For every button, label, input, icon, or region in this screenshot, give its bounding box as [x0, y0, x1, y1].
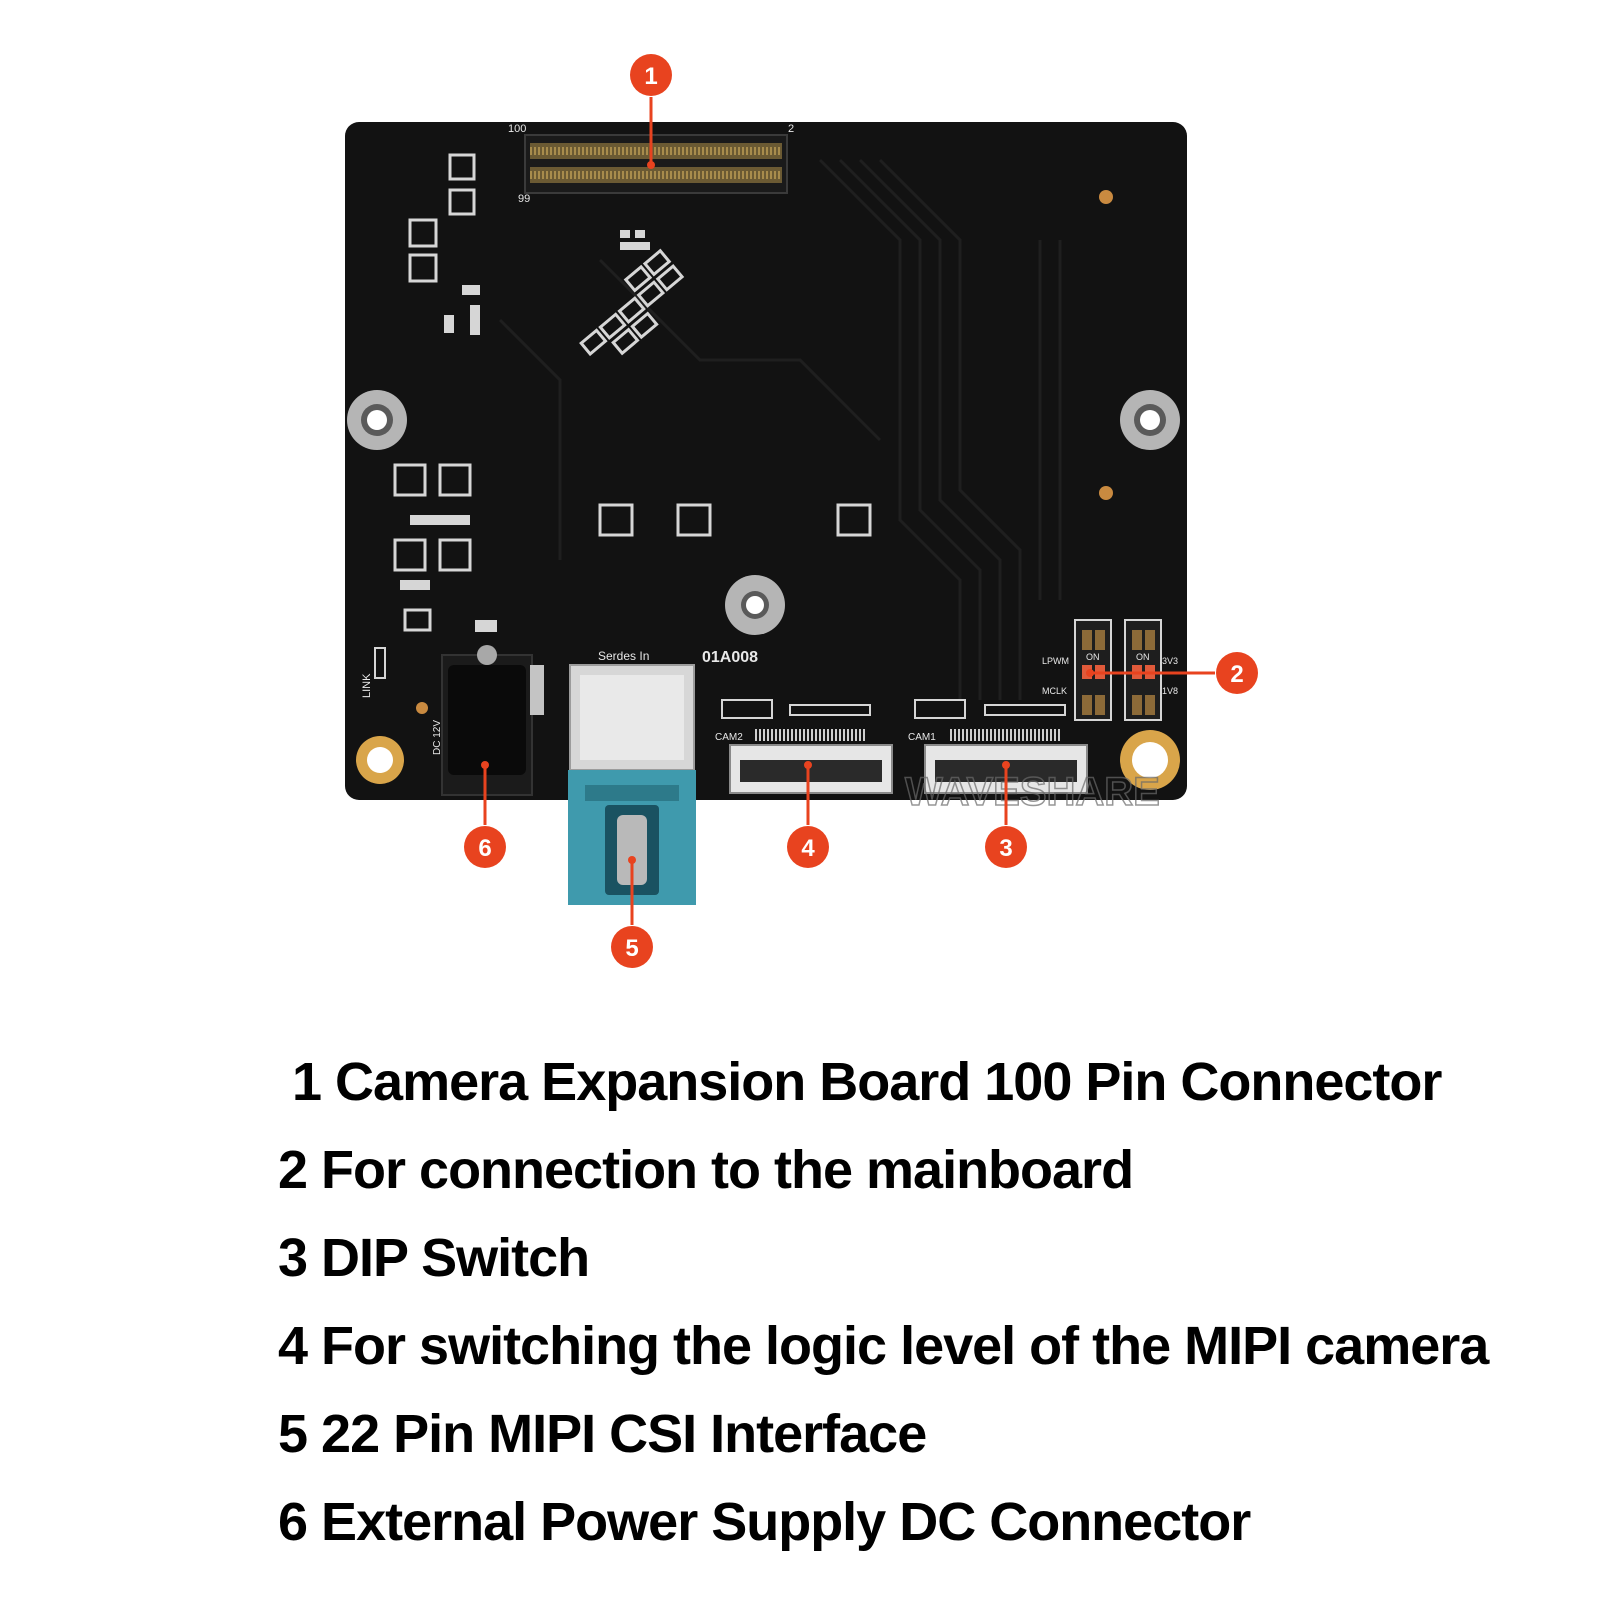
link-label: LINK	[361, 673, 373, 698]
lpwm-label: LPWM	[1042, 656, 1069, 666]
legend-text: For switching the logic level of the MIP…	[321, 1316, 1489, 1376]
cam1-label: CAM1	[908, 732, 936, 743]
link-led	[374, 647, 386, 679]
callout-marker-5: 5	[611, 926, 653, 968]
legend-text: External Power Supply DC Connector	[321, 1492, 1251, 1552]
legend-number: 5	[278, 1404, 308, 1464]
pcb-board	[345, 122, 1187, 800]
pin-100-label: 100	[508, 123, 526, 135]
pin-connector-100	[524, 134, 788, 194]
board-figure: 100 2 99	[345, 54, 1258, 968]
mclk-label: MCLK	[1042, 686, 1067, 696]
callout-marker-6: 6	[464, 826, 506, 868]
callout-marker-4: 4	[787, 826, 829, 868]
pcb-traces	[498, 158, 1062, 700]
legend-text: Camera Expansion Board 100 Pin Connector	[335, 1052, 1442, 1112]
pin-99-label: 99	[518, 193, 530, 205]
dc-label: DC 12V	[432, 720, 443, 755]
mounting-holes	[347, 190, 1180, 790]
serdes-label: Serdes In	[598, 649, 649, 663]
callout-number-5: 5	[625, 935, 638, 962]
serdes-connector	[568, 664, 696, 905]
callout-leaders	[483, 97, 1215, 925]
legend-number: 2	[278, 1140, 308, 1200]
watermark: WAVESHARE	[905, 770, 1160, 814]
v3v3-label: 3V3	[1162, 656, 1178, 666]
legend-number: 1	[292, 1052, 322, 1112]
legend-number: 4	[278, 1316, 308, 1376]
cam2-connector	[729, 729, 893, 794]
callout-number-6: 6	[478, 835, 491, 862]
callout-number-4: 4	[801, 835, 815, 862]
legend-text: DIP Switch	[321, 1228, 590, 1288]
smd-components	[393, 153, 872, 632]
legend-number: 6	[278, 1492, 308, 1552]
callout-number-1: 1	[644, 63, 657, 90]
on-label-2: ON	[1136, 652, 1150, 662]
callout-number-3: 3	[999, 835, 1012, 862]
model-label: 01A008	[702, 649, 758, 666]
chip-array	[579, 248, 685, 357]
legend-text: 22 Pin MIPI CSI Interface	[321, 1404, 927, 1464]
pin-2-label: 2	[788, 123, 794, 135]
callout-marker-3: 3	[985, 826, 1027, 868]
legend-text: For connection to the mainboard	[321, 1140, 1134, 1200]
cam2-label: CAM2	[715, 732, 743, 743]
callout-number-2: 2	[1230, 661, 1243, 688]
callout-marker-1: 1	[630, 54, 672, 96]
v1v8-label: 1V8	[1162, 686, 1178, 696]
cam-smd-rows	[721, 699, 1066, 719]
on-label-1: ON	[1086, 652, 1100, 662]
dc-jack	[441, 645, 544, 796]
legend-number: 3	[278, 1228, 308, 1288]
callout-marker-2: 2	[1216, 652, 1258, 694]
callout-dots	[481, 161, 1094, 864]
dip-switch-block	[1074, 619, 1162, 721]
